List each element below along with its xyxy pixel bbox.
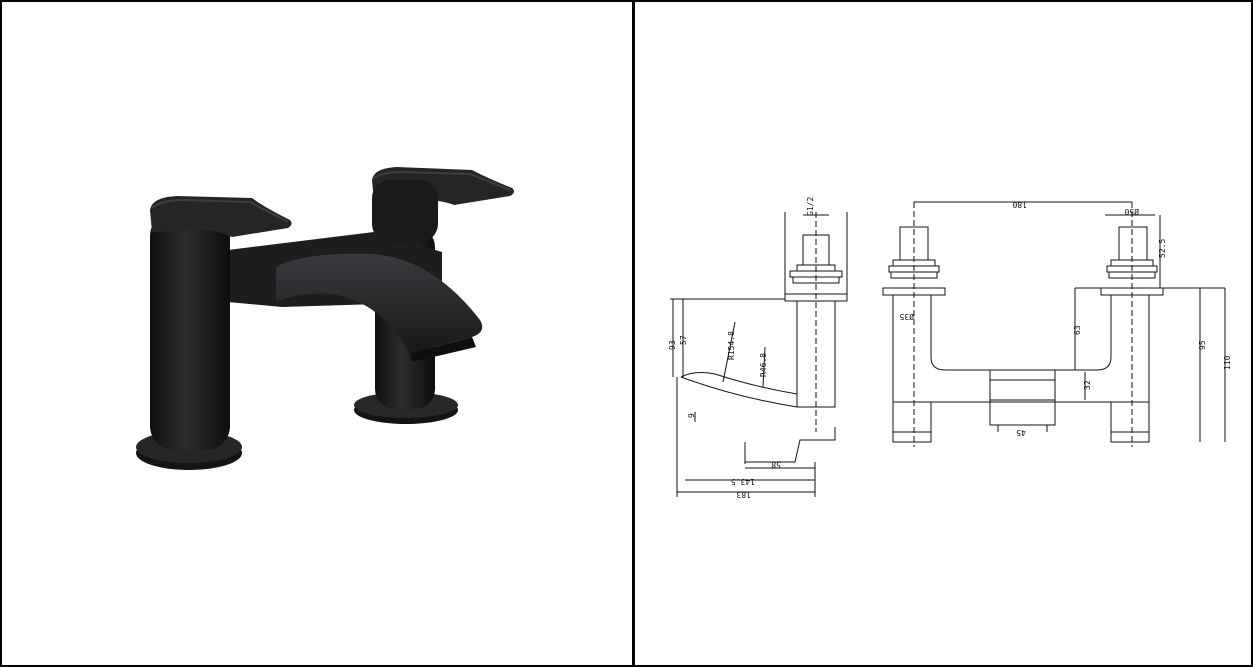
front-view: 180 Ø50 52.5 95 110 63 32 Ø35 45	[882, 200, 1232, 447]
side-view: G1/2 93 57 R154.8 R46.8 9 58 143.5 183	[668, 197, 848, 499]
bath-filler-tap-photo	[136, 167, 515, 470]
technical-drawing: G1/2 93 57 R154.8 R46.8 9 58 143.5 183	[668, 197, 1232, 499]
dim-radius-large: R154.8	[727, 331, 736, 360]
dim-32: 32	[1083, 380, 1092, 390]
dim-height-left: 93	[668, 340, 677, 350]
dim-45: 45	[1016, 428, 1026, 437]
dim-diameter: Ø50	[1124, 207, 1139, 217]
dim-143: 143.5	[731, 477, 755, 486]
left-lever-handle	[150, 196, 292, 237]
panel-divider	[632, 0, 635, 667]
dim-thread: G1/2	[806, 197, 815, 216]
dim-shank: 52.5	[1158, 239, 1167, 258]
dim-63: 63	[1073, 325, 1082, 335]
dim-58: 58	[771, 460, 781, 469]
dim-183: 183	[736, 490, 751, 499]
waterfall-spout	[276, 253, 483, 354]
product-photo-panel	[2, 2, 632, 665]
dim-body-height: 95	[1198, 340, 1207, 350]
technical-drawing-panel: G1/2 93 57 R154.8 R46.8 9 58 143.5 183	[635, 2, 1251, 665]
dim-height-spout: 57	[679, 335, 688, 345]
dim-total-height: 110	[1223, 355, 1232, 370]
dim-centres: 180	[1012, 200, 1027, 209]
left-valve-body	[150, 212, 230, 450]
dim-radius-small: R46.8	[759, 353, 768, 377]
dim-35: Ø35	[899, 312, 914, 322]
dim-angle: 9	[687, 413, 696, 418]
